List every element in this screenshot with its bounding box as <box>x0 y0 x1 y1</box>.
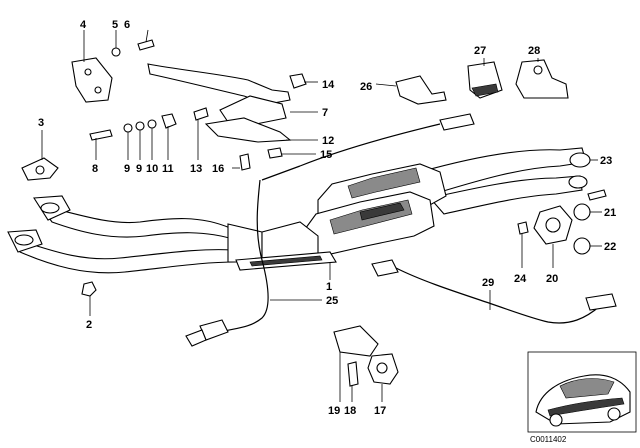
screw <box>193 107 209 121</box>
callout-22: 22 <box>604 241 616 253</box>
oxygen-sensor-rear <box>371 259 617 324</box>
callout-13: 13 <box>190 163 202 175</box>
callout-3: 3 <box>38 117 44 129</box>
callout-16: 16 <box>212 163 224 175</box>
callout-19: 19 <box>328 405 340 417</box>
callout-26: 26 <box>360 81 372 93</box>
callout-23: 23 <box>600 155 612 167</box>
callout-4: 4 <box>80 19 87 31</box>
callout-1: 1 <box>326 281 332 293</box>
washer <box>147 119 157 129</box>
callout-20: 20 <box>546 273 558 285</box>
sealing-ring <box>573 237 591 255</box>
hex-nut <box>81 281 97 297</box>
callout-12: 12 <box>322 135 334 147</box>
washer <box>135 121 145 131</box>
washer <box>123 123 133 133</box>
callout-6: 6 <box>124 19 130 31</box>
sealing-ring <box>573 203 591 221</box>
callout-18: 18 <box>344 405 356 417</box>
catalytic-converter-assembly <box>235 147 591 271</box>
bolt <box>89 129 113 141</box>
callout-5: 5 <box>112 19 118 31</box>
callout-15: 15 <box>320 149 332 161</box>
bolt <box>347 361 359 387</box>
screw <box>267 147 283 159</box>
leader-lines <box>41 29 602 402</box>
callout-2: 2 <box>86 319 92 331</box>
diagram-code: C0011402 <box>530 435 567 444</box>
rubber-mount <box>395 75 447 105</box>
callout-24: 24 <box>514 273 527 285</box>
hex-nut <box>517 221 529 235</box>
callout-27: 27 <box>474 45 486 57</box>
callout-9b: 9 <box>136 163 142 175</box>
hex-nut <box>289 73 307 89</box>
support-bracket <box>147 63 292 143</box>
callout-28: 28 <box>528 45 540 57</box>
hanger-bracket <box>333 325 379 357</box>
washer <box>111 47 121 57</box>
rubber-mount <box>515 59 569 99</box>
vehicle-location-inset: C0011402 <box>527 351 637 444</box>
oxygen-sensor-front <box>185 113 475 347</box>
front-pipe-assembly <box>7 195 263 274</box>
callout-29: 29 <box>482 277 494 289</box>
screw <box>239 153 251 171</box>
callout-17: 17 <box>374 405 386 417</box>
hex-nut <box>161 113 177 129</box>
callout-25: 25 <box>326 295 338 307</box>
callout-labels: 1 2 3 4 5 6 7 8 9 9 10 11 12 13 14 15 16… <box>38 19 616 417</box>
callout-9: 9 <box>124 163 130 175</box>
callout-10: 10 <box>146 163 158 175</box>
callout-8: 8 <box>92 163 98 175</box>
screw <box>137 39 155 51</box>
callout-7: 7 <box>322 107 328 119</box>
callout-14: 14 <box>322 79 335 91</box>
bolt <box>587 189 607 201</box>
mounting-bracket <box>71 57 113 103</box>
callout-21: 21 <box>604 207 616 219</box>
callout-11: 11 <box>162 163 174 175</box>
